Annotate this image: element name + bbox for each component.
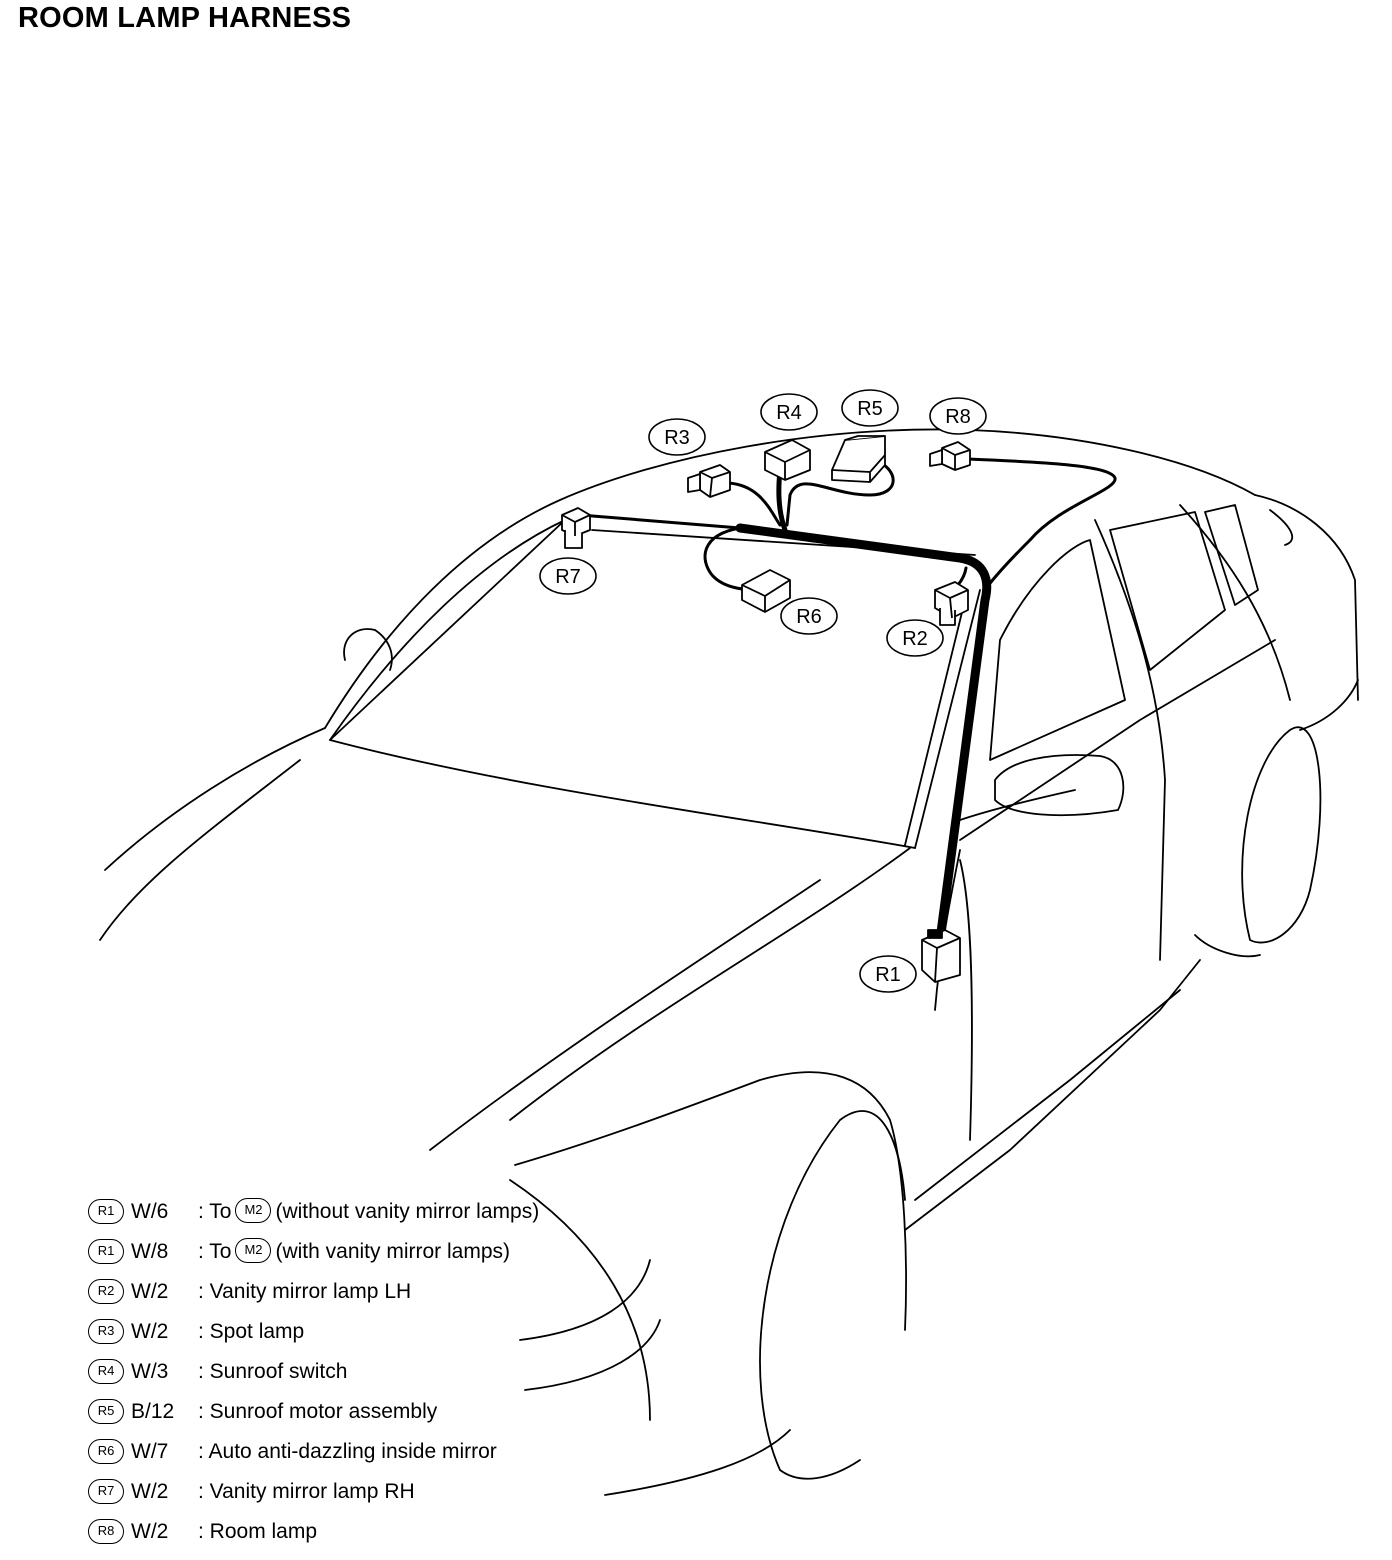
legend-prefix: : To	[198, 1200, 232, 1223]
legend-code: W/8	[131, 1240, 169, 1263]
legend-suffix: (without vanity mirror lamps)	[275, 1200, 540, 1223]
connector-r7-shape	[561, 507, 591, 549]
callout-r3: R3	[648, 418, 706, 456]
connector-r1-shape	[921, 929, 961, 983]
legend-description: : Sunroof switch	[198, 1360, 348, 1383]
legend-code: W/2	[131, 1520, 169, 1543]
callout-r8-label: R8	[945, 406, 971, 428]
connector-r3-shape	[687, 464, 731, 498]
main-trunk	[735, 523, 992, 945]
page-title: ROOM LAMP HARNESS	[18, 2, 352, 34]
legend-description: : Sunroof motor assembly	[198, 1400, 438, 1423]
legend-connector-badge: R5	[88, 1399, 124, 1424]
legend-ref-badge: M2	[235, 1238, 272, 1264]
legend-description: : Vanity mirror lamp RH	[198, 1480, 415, 1503]
legend-connector-badge: R4	[88, 1359, 124, 1384]
legend-code: W/3	[131, 1360, 169, 1383]
legend-connector-badge: R7	[88, 1479, 124, 1504]
legend-connector-badge: R8	[88, 1519, 124, 1544]
legend-code: W/2	[131, 1320, 169, 1343]
legend-ref-badge: M2	[235, 1198, 272, 1224]
callout-r6: R6	[780, 597, 838, 635]
legend-code: W/6	[131, 1200, 169, 1223]
legend-connector-badge: R3	[88, 1319, 124, 1344]
callout-r1-label: R1	[875, 964, 901, 986]
legend-suffix: (with vanity mirror lamps)	[275, 1240, 510, 1263]
callout-r6-label: R6	[796, 606, 822, 628]
car-outline	[99, 428, 1359, 1496]
callout-r2-label: R2	[902, 628, 928, 650]
callout-r5-label: R5	[857, 398, 883, 420]
callout-r2: R2	[886, 619, 944, 657]
legend-connector-badge: R1	[88, 1199, 124, 1224]
connector-r4-shape	[764, 439, 811, 481]
legend-code: B/12	[131, 1400, 175, 1423]
callout-r7-label: R7	[555, 566, 581, 588]
legend-connector-badge: R1	[88, 1239, 124, 1264]
callout-r7: R7	[539, 557, 597, 595]
connector-r6-shape	[741, 569, 791, 613]
connector-callouts: R1 R2 R3 R4 R5 R6 R7 R8	[539, 389, 987, 993]
connector-shapes	[561, 435, 971, 983]
callout-r5: R5	[841, 389, 899, 427]
callout-r3-label: R3	[664, 427, 690, 449]
legend-description: : Vanity mirror lamp LH	[198, 1280, 412, 1303]
legend-description: : Auto anti-dazzling inside mirror	[198, 1440, 497, 1463]
legend-code: W/2	[131, 1280, 169, 1303]
connector-r8-shape	[929, 441, 971, 471]
connector-r5-shape	[831, 435, 886, 483]
legend-description: : Spot lamp	[198, 1320, 305, 1343]
callout-r4-label: R4	[776, 402, 802, 424]
callout-r8: R8	[929, 397, 987, 435]
connector-r2-shape	[934, 581, 969, 626]
callout-r4: R4	[760, 393, 818, 431]
legend-prefix: : To	[198, 1240, 232, 1263]
legend-connector-badge: R6	[88, 1439, 124, 1464]
legend-description: : Room lamp	[198, 1520, 318, 1543]
legend-code: W/2	[131, 1480, 169, 1503]
harness-wiring	[578, 457, 1117, 945]
callout-r1: R1	[859, 955, 917, 993]
legend-code: W/7	[131, 1440, 169, 1463]
legend-connector-badge: R2	[88, 1279, 124, 1304]
